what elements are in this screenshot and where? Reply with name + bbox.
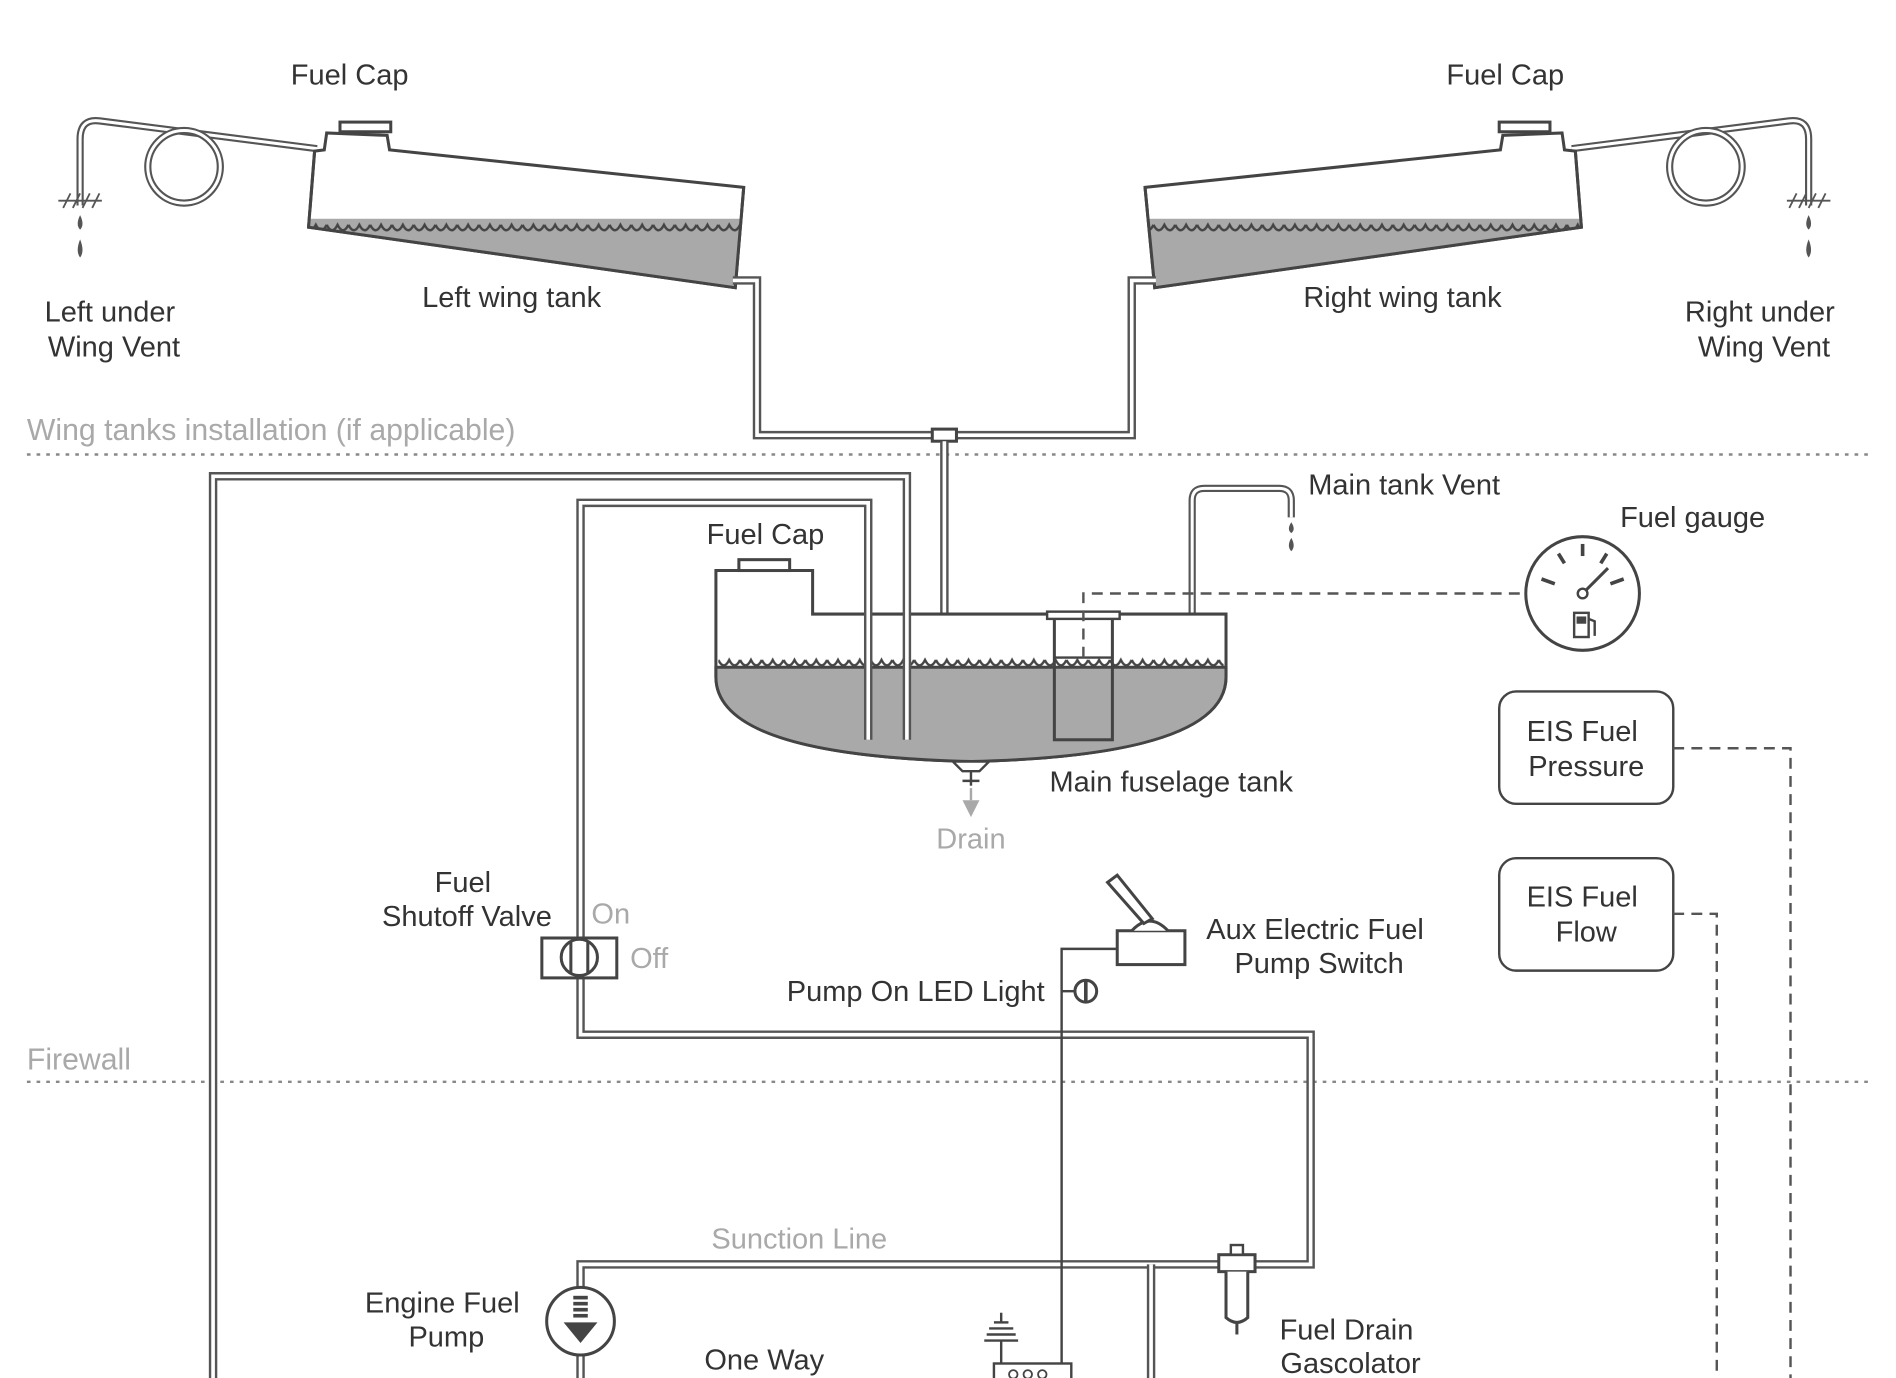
firewall-label: Firewall [27, 1044, 131, 1077]
eis-pressure-wire [1673, 747, 1792, 1378]
led-icon [1073, 978, 1099, 1004]
left-under-wing-vent-label: Left under Wing Vent [45, 297, 184, 364]
drain-arrow-icon [962, 800, 980, 818]
valve-on-label: On [591, 899, 630, 931]
left-fuel-cap [338, 120, 393, 134]
one-way-label: One Way [704, 1345, 824, 1377]
left-wing-tank [58, 117, 746, 290]
main-fuel-cap [737, 558, 792, 573]
eis-flow-wire [1673, 912, 1718, 1378]
main-vent-line [1188, 484, 1295, 623]
right-fuel-cap [1497, 120, 1552, 134]
fuel-gauge-icon [1524, 535, 1641, 652]
gascolator-icon [1217, 1243, 1257, 1335]
fuel-cap-main-label: Fuel Cap [707, 519, 825, 551]
fuel-cap-right-label: Fuel Cap [1446, 60, 1564, 92]
fuel-feed-line [576, 498, 1315, 1378]
right-under-wing-vent-label: Right under Wing Vent [1685, 297, 1843, 364]
wing-skin-hatch [58, 192, 102, 209]
eis-fuel-flow-label: EIS Fuel Flow [1527, 882, 1646, 949]
ground-icon [984, 1312, 1019, 1364]
main-tank-vent-label: Main tank Vent [1308, 469, 1500, 501]
wing-skin-hatch [1786, 192, 1831, 209]
fuel-return-lines [208, 472, 912, 1378]
main-fuselage-tank-label: Main fuselage tank [1050, 767, 1294, 799]
fuel-gauge-label: Fuel gauge [1620, 502, 1765, 534]
main-tank-sump [949, 760, 993, 773]
aux-pump-switch-label: Aux Electric Fuel Pump Switch [1206, 914, 1432, 980]
suction-line-label: Sunction Line [711, 1224, 887, 1256]
fuel-pump-symbol-icon [545, 1285, 616, 1357]
gauge-sender-wire [1082, 592, 1526, 658]
main-tank-fuel [714, 665, 1228, 764]
tee-fitting [930, 427, 958, 443]
valve-off-label: Off [630, 943, 669, 975]
drip-icon [77, 215, 83, 258]
fuel-shutoff-valve-label: Fuel Shutoff Valve [382, 867, 552, 933]
aux-pump-electrical [1060, 947, 1118, 1378]
eis-fuel-pressure-label: EIS Fuel Pressure [1527, 716, 1646, 783]
aux-fuel-pump [992, 1362, 1073, 1378]
left-wing-tank-label: Left wing tank [422, 282, 601, 314]
right-wing-tank-label: Right wing tank [1303, 282, 1502, 314]
fuel-cap-left-label: Fuel Cap [291, 60, 409, 92]
engine-fuel-pump-label: Engine Fuel Pump [365, 1288, 528, 1354]
eis-fuel-flow-box [1497, 857, 1675, 972]
pump-on-led-label: Pump On LED Light [787, 976, 1045, 1008]
fuel-drain-gascolator-label: Fuel Drain Gascolator [1280, 1314, 1422, 1378]
drip-icon [1288, 522, 1294, 552]
main-fuselage-tank [714, 484, 1295, 818]
toggle-switch-icon[interactable] [1105, 873, 1187, 967]
drip-icon [1806, 215, 1812, 258]
drain-label: Drain [936, 824, 1005, 856]
wing-section-label: Wing tanks installation (if applicable) [27, 414, 516, 447]
fuel-shutoff-valve[interactable] [540, 936, 619, 980]
